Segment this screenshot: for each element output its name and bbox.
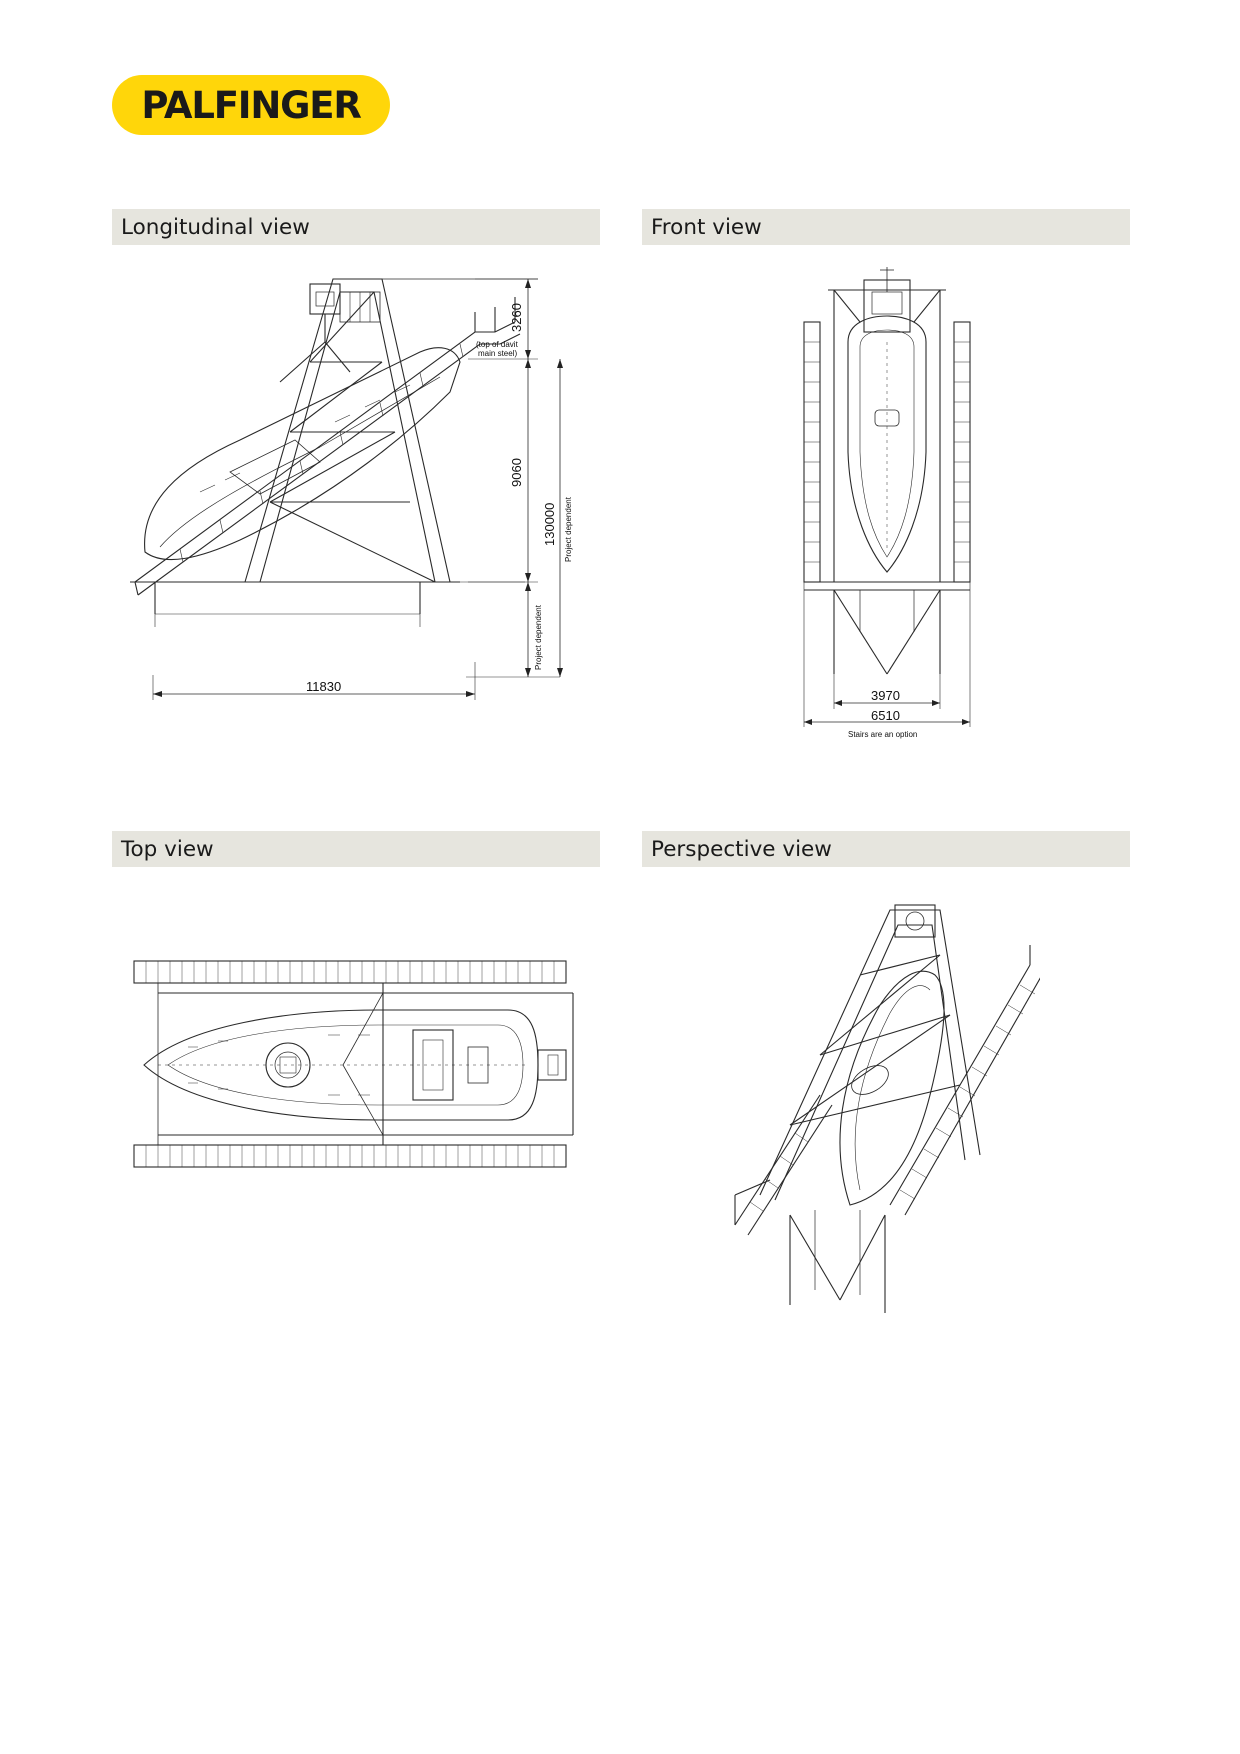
section-header-perspective: Perspective view (642, 831, 1130, 867)
perspective-view-drawing (730, 895, 1040, 1325)
section-title: Top view (121, 836, 214, 862)
section-title: Perspective view (651, 836, 832, 862)
dim-davit-height: 3260 (509, 303, 524, 332)
dim-total-height: 130000 (542, 503, 557, 546)
section-title: Longitudinal view (121, 214, 310, 240)
logo-wordmark: PALFINGER (141, 83, 361, 127)
front-view-drawing: 3970 6510 Stairs are an option (790, 262, 990, 742)
dim-front-inner-width: 3970 (871, 688, 900, 703)
dim-lower-note: Project dependent (534, 604, 543, 670)
section-header-top: Top view (112, 831, 600, 867)
longitudinal-view-drawing: 3260 (top of davit main steel) 9060 1300… (120, 262, 600, 722)
palfinger-logo: PALFINGER (112, 75, 390, 135)
top-view-drawing (128, 955, 588, 1185)
dim-total-note: Project dependent (564, 496, 573, 562)
dim-length: 11830 (306, 679, 341, 694)
dim-front-stairs-note: Stairs are an option (848, 730, 917, 739)
section-header-longitudinal: Longitudinal view (112, 209, 600, 245)
section-header-front: Front view (642, 209, 1130, 245)
dim-davit-note-2: main steel) (478, 349, 517, 358)
dim-davit-note-1: (top of davit (476, 340, 519, 349)
dim-frame-height: 9060 (509, 458, 524, 487)
section-title: Front view (651, 214, 762, 240)
dim-front-outer-width: 6510 (871, 708, 900, 723)
